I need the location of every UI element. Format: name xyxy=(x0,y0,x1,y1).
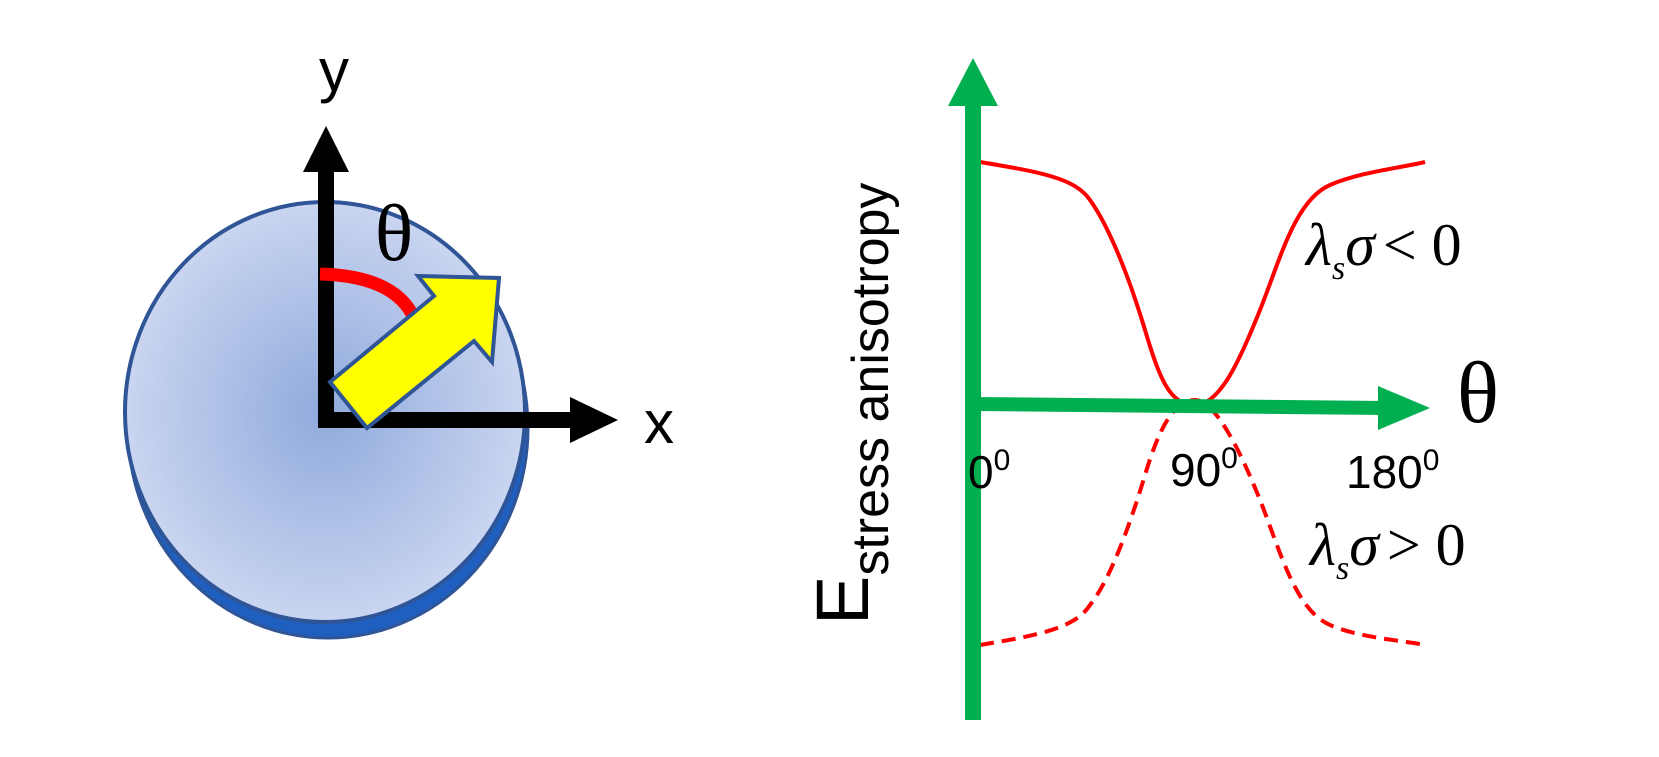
theta-angle-label: θ xyxy=(375,190,413,278)
tick-label-180: 1800 xyxy=(1346,444,1439,498)
tick-label-0: 00 xyxy=(968,444,1010,498)
theta-axis-arrowhead xyxy=(1378,386,1430,430)
tick-label-90: 900 xyxy=(1170,442,1238,496)
x-axis-label: x xyxy=(644,389,674,456)
y-axis-label: y xyxy=(319,37,349,104)
energy-axis-label-subscript: stress anisotropy xyxy=(842,183,900,576)
magnetization-arrow xyxy=(327,273,502,431)
y-axis-arrowhead xyxy=(303,126,349,172)
label-lambda-sigma-negative: λsσ< 0 xyxy=(1304,212,1462,287)
energy-axis-arrowhead xyxy=(948,58,998,106)
left-panel: y x θ xyxy=(123,37,674,640)
x-axis-arrowhead xyxy=(570,397,618,443)
energy-axis-label: Estress anisotropy xyxy=(801,183,900,625)
theta-arc xyxy=(319,267,420,321)
curve-lambda-sigma-negative xyxy=(979,160,1426,408)
right-panel: Estress anisotropy θ 00 900 1800 λsσ< 0 … xyxy=(801,58,1499,720)
theta-axis-line xyxy=(974,397,1386,415)
label-lambda-sigma-positive: λsσ> 0 xyxy=(1308,512,1466,587)
energy-axis-label-main: E xyxy=(801,576,884,625)
theta-axis-label: θ xyxy=(1457,345,1499,442)
